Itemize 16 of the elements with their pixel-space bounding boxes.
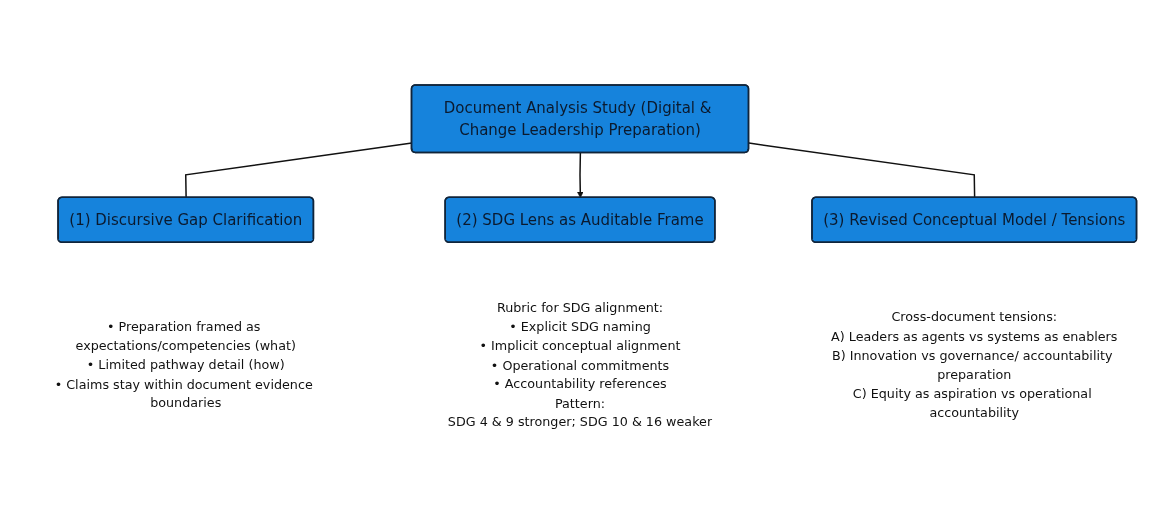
node-label: Cross-document tensions:	[891, 309, 1058, 325]
node-label: • Operational commitments	[490, 357, 670, 373]
node-label: Pattern:	[554, 395, 606, 411]
node-label: • Explicit SDG naming	[509, 319, 651, 335]
arrow	[577, 152, 584, 199]
node-label: B) Innovation vs governance/ accountability preparation	[831, 347, 1113, 383]
connector	[748, 142, 976, 199]
node-label: SDG 4 & 9 stronger; SDG 10 & 16 weaker	[447, 414, 713, 430]
node-label: • Preparation framed as expectations/competencies (what)	[75, 319, 296, 354]
node-label: A) Leaders as agents vs systems as enablers	[831, 328, 1118, 344]
node-label: • Implicit conceptual alignment	[479, 338, 681, 354]
node-label: • Claims stay within document evidence boundaries	[54, 376, 313, 411]
node-label: • Limited pathway detail (how)	[86, 357, 285, 373]
node-label: Rubric for SDG alignment:	[496, 300, 664, 316]
node-label: • Accountability references	[493, 376, 667, 392]
node-label: C) Equity as aspiration vs operational accountability	[852, 386, 1092, 421]
